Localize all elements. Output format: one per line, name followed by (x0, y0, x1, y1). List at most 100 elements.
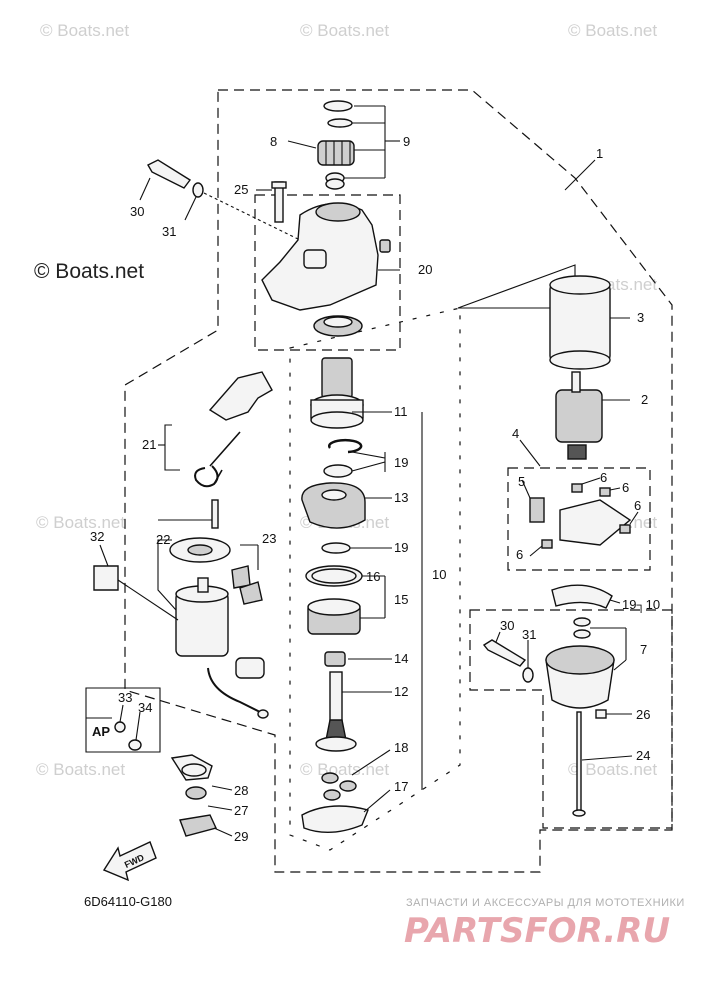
callout-10: 10 (432, 567, 446, 582)
callout-19-10: 19┐10 (622, 597, 660, 614)
pinion-gear-part (317, 140, 355, 166)
screw-part (211, 499, 219, 529)
planet-carrier-part (301, 482, 366, 529)
callout-31: 31 (522, 627, 536, 642)
callout-32: 32 (90, 529, 104, 544)
shop-logo-text: PARTSFOR.RU (404, 911, 670, 951)
callout-19: 19 (394, 540, 408, 555)
callout-31: 31 (162, 224, 176, 239)
brush-holder-group (519, 439, 639, 557)
callout-33: 33 (118, 690, 132, 705)
callout-9: 9 (403, 134, 410, 149)
callout-34: 34 (138, 700, 152, 715)
callout-28: 28 (234, 783, 248, 798)
callout-26: 26 (636, 707, 650, 722)
watermark-text: © Boats.net (40, 21, 129, 40)
box-center-column (289, 307, 461, 851)
washer-part (128, 739, 142, 751)
yoke-armature-group (549, 275, 630, 460)
diagram-code: 6D64110-G180 (84, 894, 172, 909)
callout-1: 1 (596, 146, 603, 161)
callout-20: 20 (418, 262, 432, 277)
washer-part (323, 464, 353, 478)
shaft-part (321, 357, 353, 399)
box-20 (254, 194, 401, 351)
box-ap (85, 687, 161, 753)
brush-part (529, 497, 545, 523)
callout-17: 17 (394, 779, 408, 794)
cap-part (235, 657, 265, 679)
fwd-arrow-icon: FWD (102, 841, 157, 882)
callout-25: 25 (234, 182, 248, 197)
callout-24: 24 (636, 748, 650, 763)
rear-cover-group (482, 584, 633, 817)
assembly-boundary (124, 89, 673, 873)
callout-6: 6 (622, 480, 629, 495)
nut-part (114, 721, 126, 733)
cover-part (179, 814, 217, 837)
watermark-main-text: © Boats.net (34, 260, 144, 283)
center-column-parts (301, 357, 423, 833)
watermark-text: © Boats.net (300, 760, 389, 779)
callout-14: 14 (394, 651, 408, 666)
bolt-part (147, 159, 192, 189)
washer-part (192, 182, 204, 198)
callout-7: 7 (640, 642, 647, 657)
callout-18: 18 (394, 740, 408, 755)
ap-box-parts (114, 704, 142, 751)
terminal-parts (170, 754, 233, 837)
rubber-part (231, 565, 251, 589)
callout-6: 6 (600, 470, 607, 485)
callout-8: 8 (270, 134, 277, 149)
front-cover-group (261, 202, 400, 337)
callout-29: 29 (234, 829, 248, 844)
callout-12: 12 (394, 684, 408, 699)
callout-3: 3 (637, 310, 644, 325)
plate-part (301, 805, 369, 833)
box-7 (469, 609, 673, 829)
screw-part (595, 709, 607, 719)
clip-ring-part (327, 438, 363, 454)
washer-part (321, 542, 351, 554)
callout-labels: 1 2 3 4 5 6 6 6 6 7 8 9 10 19┐10 11 12 1… (90, 134, 660, 844)
callout-6: 6 (516, 547, 523, 562)
shop-tagline: ЗАПЧАСТИ И АКСЕССУАРЫ ДЛЯ МОТОТЕХНИКИ (406, 897, 685, 909)
label-plate-part (93, 565, 119, 591)
armature-part (555, 389, 603, 443)
bolt-washer-top (139, 159, 301, 241)
planet-gear-part (321, 772, 339, 784)
callout-21: 21 (142, 437, 156, 452)
brush-plate-part (551, 584, 613, 609)
bearing-part (324, 651, 346, 667)
box-4 (507, 467, 651, 571)
ap-label: AP (92, 724, 110, 739)
callout-6: 6 (634, 498, 641, 513)
nut-part (185, 786, 207, 800)
watermark-text: © Boats.net (300, 21, 389, 40)
brush-holder-part (559, 499, 632, 546)
clip-part (327, 118, 353, 128)
drive-pinion-group (287, 100, 400, 190)
watermark-text: © Boats.net (36, 760, 125, 779)
callout-19: 19 (394, 455, 408, 470)
stop-ring-part (323, 100, 353, 112)
through-bolt-part (576, 711, 582, 813)
leader-1 (564, 159, 596, 191)
lever-part (208, 371, 273, 421)
callout-16: 16 (366, 569, 380, 584)
pinion-shaft-part (329, 671, 343, 723)
callout-4: 4 (512, 426, 519, 441)
solenoid-group (93, 371, 273, 719)
callout-27: 27 (234, 803, 248, 818)
washer-part (573, 617, 591, 627)
washer-part (522, 667, 534, 683)
callout-23: 23 (262, 531, 276, 546)
callout-22: 22 (156, 532, 170, 547)
callout-11: 11 (394, 404, 408, 419)
callout-15: 15 (394, 592, 408, 607)
watermark-text: © Boats.net (568, 21, 657, 40)
callout-2: 2 (641, 392, 648, 407)
yoke-part (549, 284, 611, 361)
callout-13: 13 (394, 490, 408, 505)
